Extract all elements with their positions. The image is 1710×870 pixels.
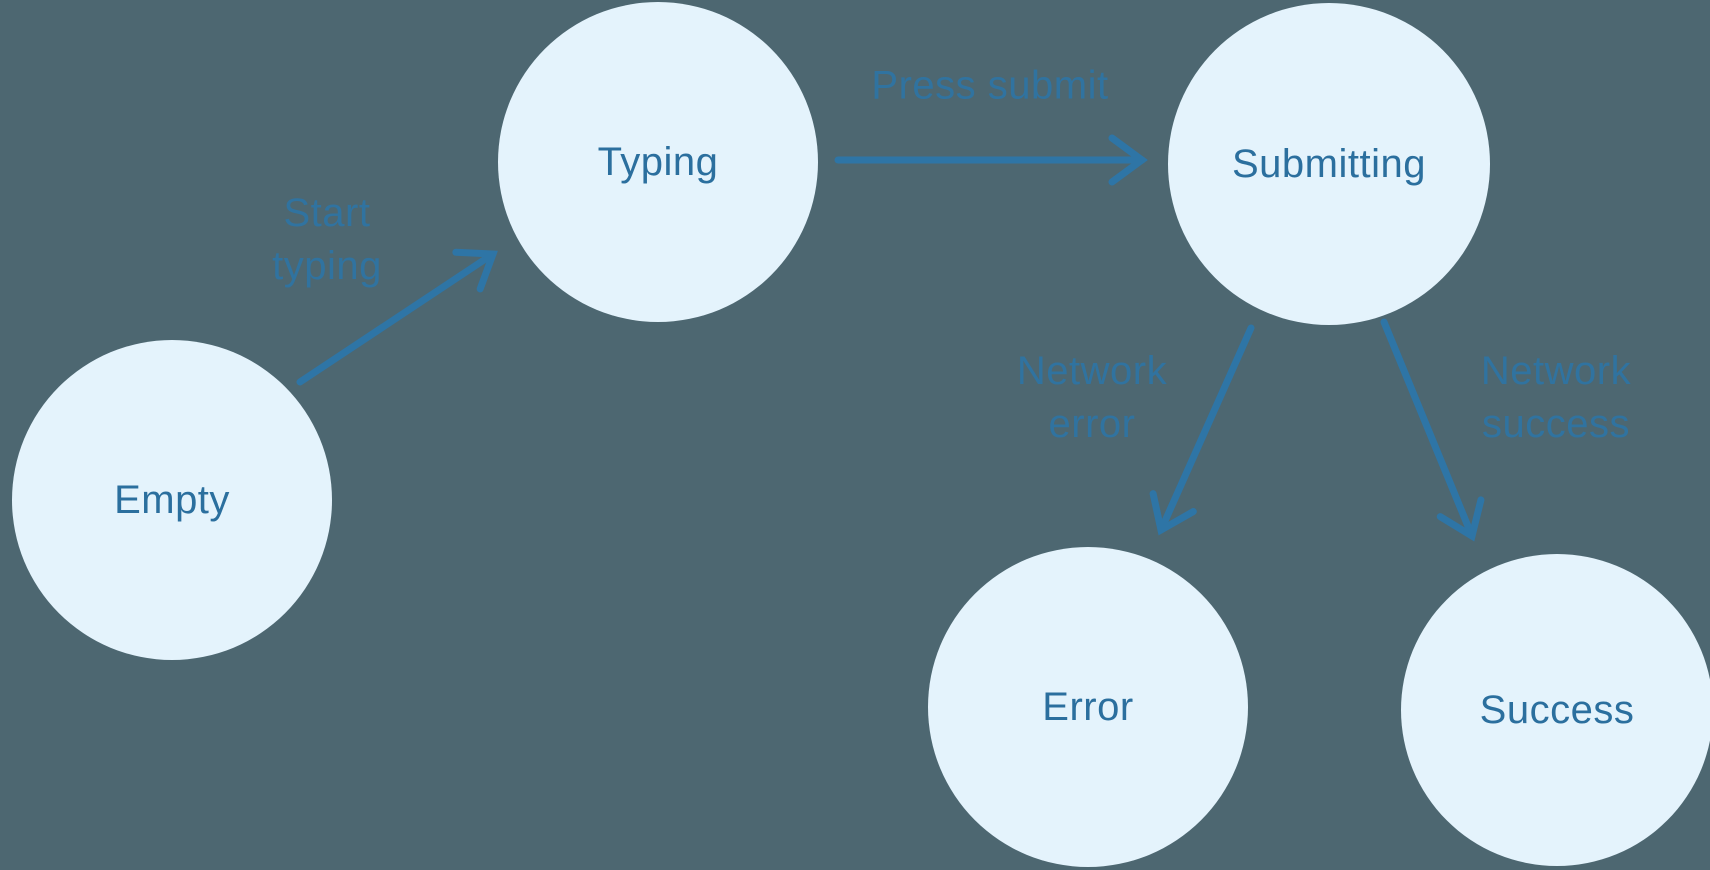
state-label-typing: Typing: [597, 139, 719, 184]
state-label-error: Error: [1042, 684, 1134, 729]
transition-label-start-typing: Start typing: [272, 191, 382, 288]
state-node-success: Success: [1401, 554, 1710, 866]
transition-label-network-error: Network error: [1016, 349, 1168, 446]
state-label-submitting: Submitting: [1232, 141, 1426, 186]
state-node-empty: Empty: [12, 340, 332, 660]
state-node-typing: Typing: [498, 2, 818, 322]
transition-label-press-submit: Press submit: [871, 63, 1109, 108]
state-node-submitting: Submitting: [1168, 3, 1490, 325]
state-label-empty: Empty: [114, 477, 230, 522]
state-label-success: Success: [1479, 687, 1635, 732]
edge-submitting-to-error: [1149, 324, 1255, 536]
transition-label-network-success: Network success: [1480, 349, 1632, 446]
state-node-error: Error: [928, 547, 1248, 867]
edge-submitting-to-success: [1380, 318, 1485, 542]
